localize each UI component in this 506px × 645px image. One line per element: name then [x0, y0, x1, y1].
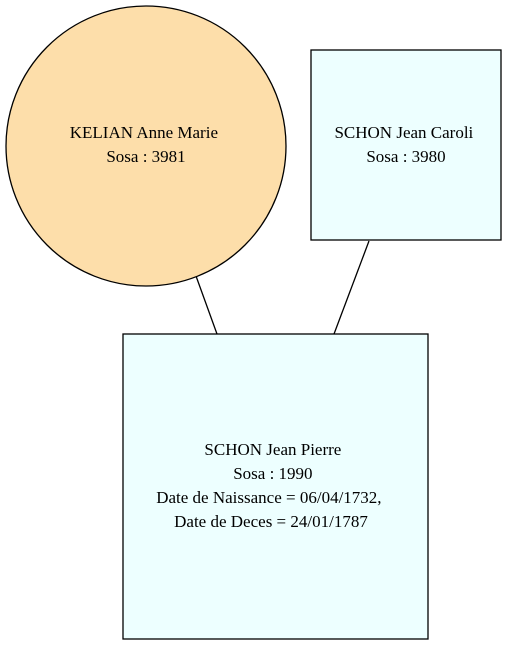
father-box [310, 49, 502, 241]
child-death-date: Date de Deces = 24/01/1787 [174, 512, 368, 531]
child-name: SCHON Jean Pierre [204, 440, 341, 459]
father-label: SCHON Jean Caroli Sosa : 3980 [334, 123, 477, 166]
node-child[interactable]: SCHON Jean Pierre Sosa : 1990 Date de Na… [122, 333, 429, 640]
edge-father-child [333, 240, 370, 335]
mother-label: KELIAN Anne Marie Sosa : 3981 [70, 123, 223, 166]
mother-circle [5, 5, 287, 287]
node-father[interactable]: SCHON Jean Caroli Sosa : 3980 [310, 49, 502, 241]
mother-name: KELIAN Anne Marie [70, 123, 218, 142]
father-name: SCHON Jean Caroli [334, 123, 473, 142]
child-box [122, 333, 429, 640]
child-birth-date: Date de Naissance = 06/04/1732, [156, 488, 381, 507]
edge-mother-child [195, 275, 218, 335]
child-label: SCHON Jean Pierre Sosa : 1990 Date de Na… [156, 440, 386, 531]
father-sosa: Sosa : 3980 [366, 147, 445, 166]
node-mother[interactable]: KELIAN Anne Marie Sosa : 3981 [5, 5, 287, 287]
child-sosa: Sosa : 1990 [233, 464, 312, 483]
mother-sosa: Sosa : 3981 [106, 147, 185, 166]
